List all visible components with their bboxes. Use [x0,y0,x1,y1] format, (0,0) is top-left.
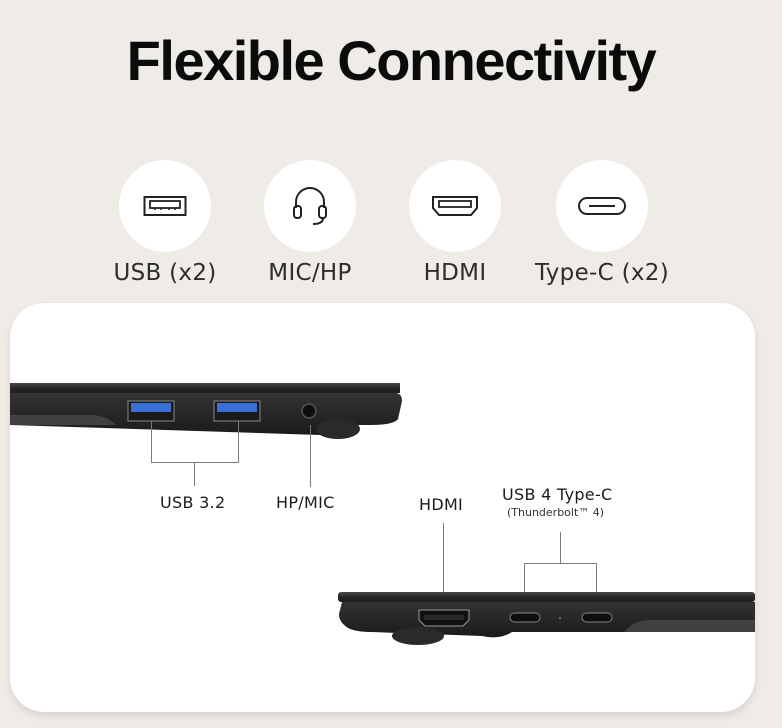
feature-mic-hp: MIC/HP [235,160,385,286]
callout-line [524,563,596,564]
ports-diagram-card: USB 3.2 HP/MIC HDMI USB 4 Type-C (Thunde… [10,303,755,712]
callout-line [443,523,444,623]
callout-hp-mic: HP/MIC [276,493,335,512]
feature-circle [556,160,648,252]
feature-label: Type-C (x2) [535,260,669,286]
usb-a-icon [143,196,187,216]
laptop-right-side-image [338,592,755,645]
usb-c-icon [578,197,626,215]
feature-circle [264,160,356,252]
callout-hdmi: HDMI [419,495,464,514]
callout-line [310,425,311,487]
feature-hdmi: HDMI [380,160,530,286]
callout-usb-3-2: USB 3.2 [160,493,226,512]
feature-circle [119,160,211,252]
laptop-left-side-image [10,383,402,439]
feature-label: HDMI [423,260,487,286]
callout-line [151,421,152,463]
hdmi-icon [432,196,478,216]
feature-label: MIC/HP [268,260,352,286]
feature-usb: USB (x2) [90,160,240,286]
callout-usb4-type-c: USB 4 Type-C [502,485,613,504]
callout-line [151,462,239,463]
feature-label: USB (x2) [113,260,217,286]
feature-circle [409,160,501,252]
callout-line [560,532,561,564]
callout-line [194,462,195,486]
callout-thunderbolt: (Thunderbolt™ 4) [507,506,605,519]
feature-type-c: Type-C (x2) [527,160,677,286]
page-title: Flexible Connectivity [126,29,657,92]
headset-icon [293,187,327,225]
callout-line [238,421,239,463]
